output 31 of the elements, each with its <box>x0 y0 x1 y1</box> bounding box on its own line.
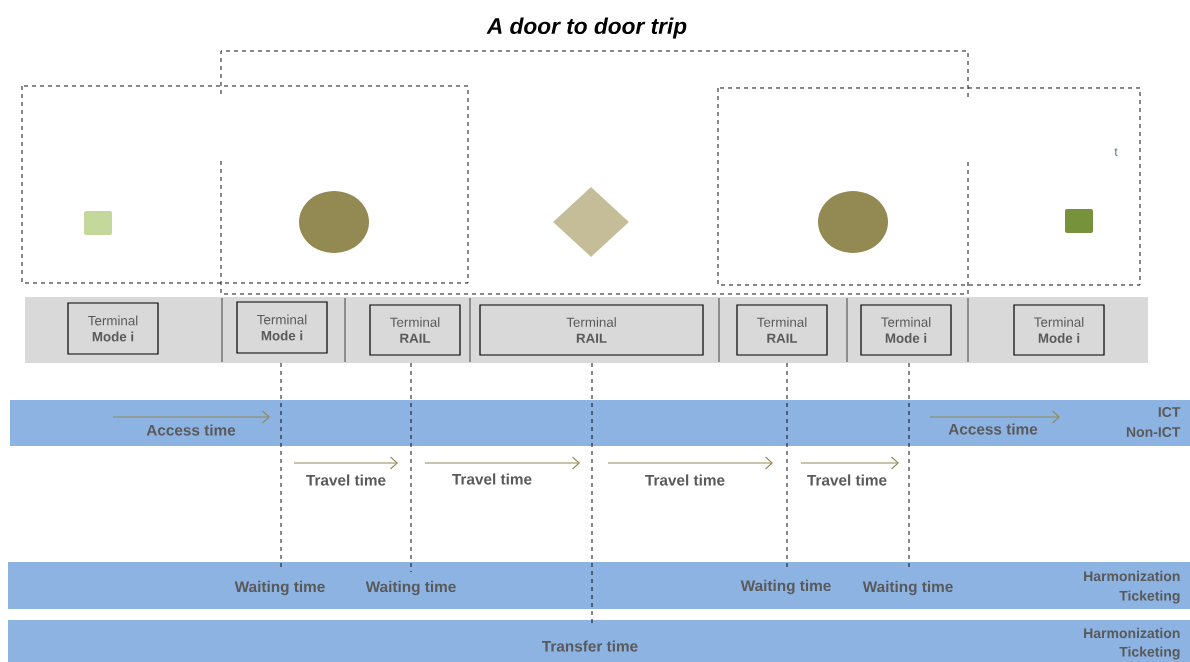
band-label: Ticketing <box>1119 646 1180 660</box>
time-label: Access time <box>948 423 1038 435</box>
time-label: Travel time <box>306 474 386 486</box>
band-label: Harmonization <box>1084 570 1180 582</box>
band-label: Non-ICT <box>1126 427 1181 437</box>
terminal-box: Terminal RAIL <box>369 304 461 356</box>
time-label: Waiting time <box>740 579 831 595</box>
time-label: Travel time <box>452 473 532 485</box>
square-shape <box>1065 209 1093 233</box>
band-label: Ticketing <box>1119 590 1180 604</box>
time-label: Waiting time <box>862 580 953 596</box>
time-label: Waiting time <box>365 580 456 596</box>
band-label: ICT <box>1158 407 1181 417</box>
circle-shape <box>818 191 888 253</box>
time-label: Transfer time <box>542 640 638 652</box>
terminal-box: Terminal Mode i <box>67 302 159 355</box>
time-label: Travel time <box>807 474 887 486</box>
time-label: Travel time <box>645 474 725 486</box>
terminal-box: Terminal RAIL <box>736 304 828 356</box>
stray-letter: t <box>1114 148 1118 156</box>
time-label: Access time <box>146 424 236 436</box>
terminal-box: Terminal Mode i <box>1013 304 1105 356</box>
terminal-box: Terminal Mode i <box>236 301 328 354</box>
diamond-shape <box>553 187 629 257</box>
title: A door to door trip <box>486 17 687 39</box>
terminal-box: Terminal RAIL <box>479 304 704 356</box>
square-shape <box>84 211 112 235</box>
circle-shape <box>299 191 369 253</box>
terminal-box: Terminal Mode i <box>860 304 952 356</box>
band-label: Harmonization <box>1084 627 1180 639</box>
time-label: Waiting time <box>234 580 325 596</box>
